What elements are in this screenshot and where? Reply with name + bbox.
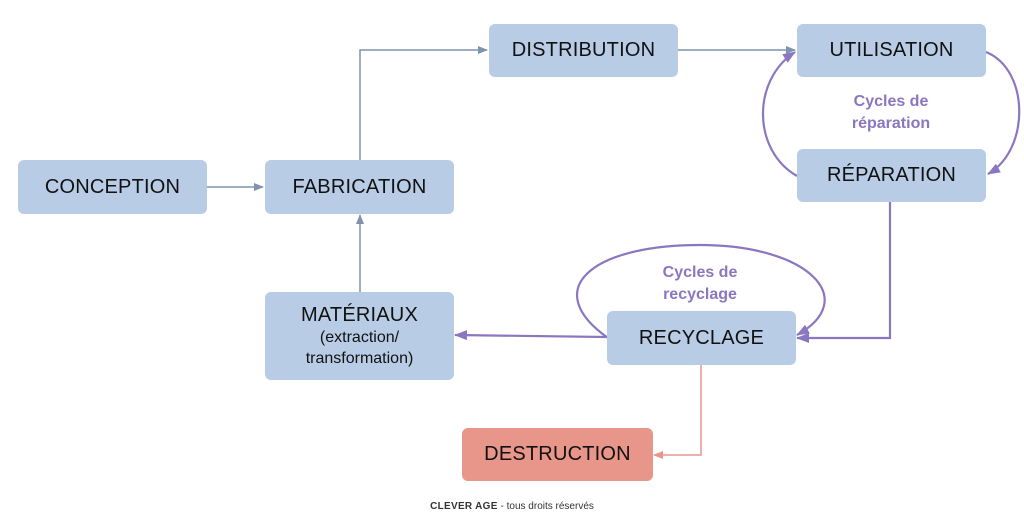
footer-brand: CLEVER AGE	[430, 501, 498, 512]
recycling-cycle-label-line-2: recyclage	[663, 286, 737, 303]
node-recyclage-label: RECYCLAGE	[638, 326, 765, 349]
node-recyclage: RECYCLAGE	[607, 311, 796, 365]
arrow-reparation-recyclage	[796, 202, 892, 343]
node-reparation: RÉPARATION	[797, 149, 986, 202]
repair-cycle-label-line-2: réparation	[851, 115, 931, 132]
node-fabrication-label: FABRICATION	[292, 175, 427, 198]
footer-rights: - tous droits réservés	[500, 501, 594, 512]
repair-cycle-label: Cycles de réparation	[821, 91, 961, 135]
repair-cycle-label-line-1: Cycles de	[853, 93, 929, 110]
recycling-cycle-label: Cycles de recyclage	[630, 262, 770, 306]
footer: CLEVER AGE - tous droits réservés	[0, 501, 1024, 512]
node-destruction: DESTRUCTION	[462, 428, 653, 481]
node-distribution: DISTRIBUTION	[489, 24, 678, 77]
arrow-recyclage-materiaux	[454, 330, 619, 343]
node-materiaux-sublabel-2: transformation)	[305, 349, 414, 367]
node-destruction-label: DESTRUCTION	[484, 443, 631, 465]
node-distribution-label: DISTRIBUTION	[511, 39, 656, 61]
arrow-utilisation-reparation	[985, 50, 1021, 175]
node-materiaux: MATÉRIAUX (extraction/ transformation)	[265, 292, 454, 380]
node-materiaux-sublabel-1: (extraction/	[319, 328, 400, 346]
node-reparation-label: RÉPARATION	[826, 164, 957, 186]
node-utilisation: UTILISATION	[797, 24, 986, 77]
arrow-recyclage-destruction	[653, 365, 702, 459]
node-conception: CONCEPTION	[18, 160, 207, 214]
node-utilisation-label: UTILISATION	[829, 39, 954, 61]
node-conception-label: CONCEPTION	[44, 175, 181, 198]
node-fabrication: FABRICATION	[265, 160, 454, 214]
arrow-fabrication-distribution	[356, 46, 488, 169]
arrow-reparation-utilisation	[761, 51, 798, 177]
node-materiaux-label: MATÉRIAUX	[301, 303, 418, 326]
arrow-recycling-loop	[576, 243, 826, 339]
recycling-cycle-label-line-1: Cycles de	[662, 264, 738, 281]
